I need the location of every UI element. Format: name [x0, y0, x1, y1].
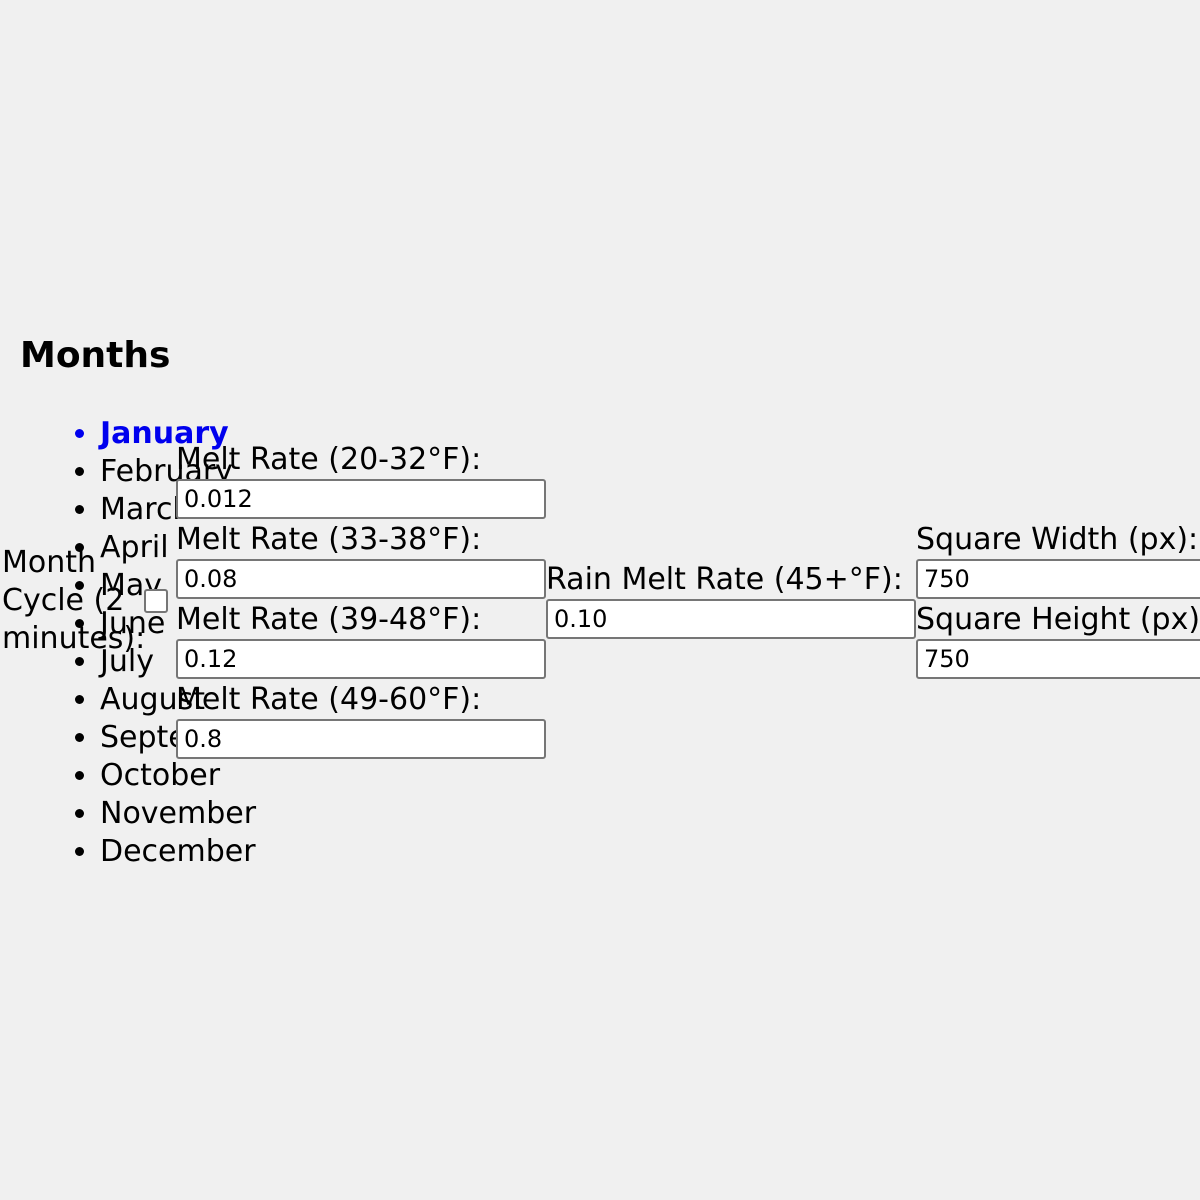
month-item-december[interactable]: December: [100, 833, 266, 871]
month-cycle-label: Month Cycle (2 minutes):: [2, 545, 146, 656]
square-height-label: Square Height (px):: [916, 602, 1200, 637]
melt-rate-20-32-input[interactable]: 0.012: [176, 479, 546, 519]
month-item-january[interactable]: January: [100, 415, 266, 453]
rain-melt-rate-label: Rain Melt Rate (45+°F):: [546, 562, 903, 597]
melt-rate-33-38-label: Melt Rate (33-38°F):: [176, 522, 482, 557]
months-list: January February March April May June Ju…: [60, 415, 266, 871]
months-heading: Months: [20, 335, 171, 376]
month-cycle-checkbox[interactable]: [144, 589, 168, 613]
month-item-august[interactable]: August: [100, 681, 266, 719]
square-height-input[interactable]: 750: [916, 639, 1200, 679]
melt-rate-49-60-input[interactable]: 0.8: [176, 719, 546, 759]
rain-melt-rate-input[interactable]: 0.10: [546, 599, 916, 639]
month-item-november[interactable]: November: [100, 795, 266, 833]
melt-rate-49-60-label: Melt Rate (49-60°F):: [176, 682, 482, 717]
month-item-july[interactable]: July: [100, 643, 266, 681]
month-item-october[interactable]: October: [100, 757, 266, 795]
melt-rate-39-48-input[interactable]: 0.12: [176, 639, 546, 679]
square-width-label: Square Width (px):: [916, 522, 1199, 557]
month-item-april[interactable]: April: [100, 529, 266, 567]
square-width-input[interactable]: 750: [916, 559, 1200, 599]
melt-rate-39-48-label: Melt Rate (39-48°F):: [176, 602, 482, 637]
melt-rate-33-38-input[interactable]: 0.08: [176, 559, 546, 599]
melt-rate-20-32-label: Melt Rate (20-32°F):: [176, 442, 482, 477]
